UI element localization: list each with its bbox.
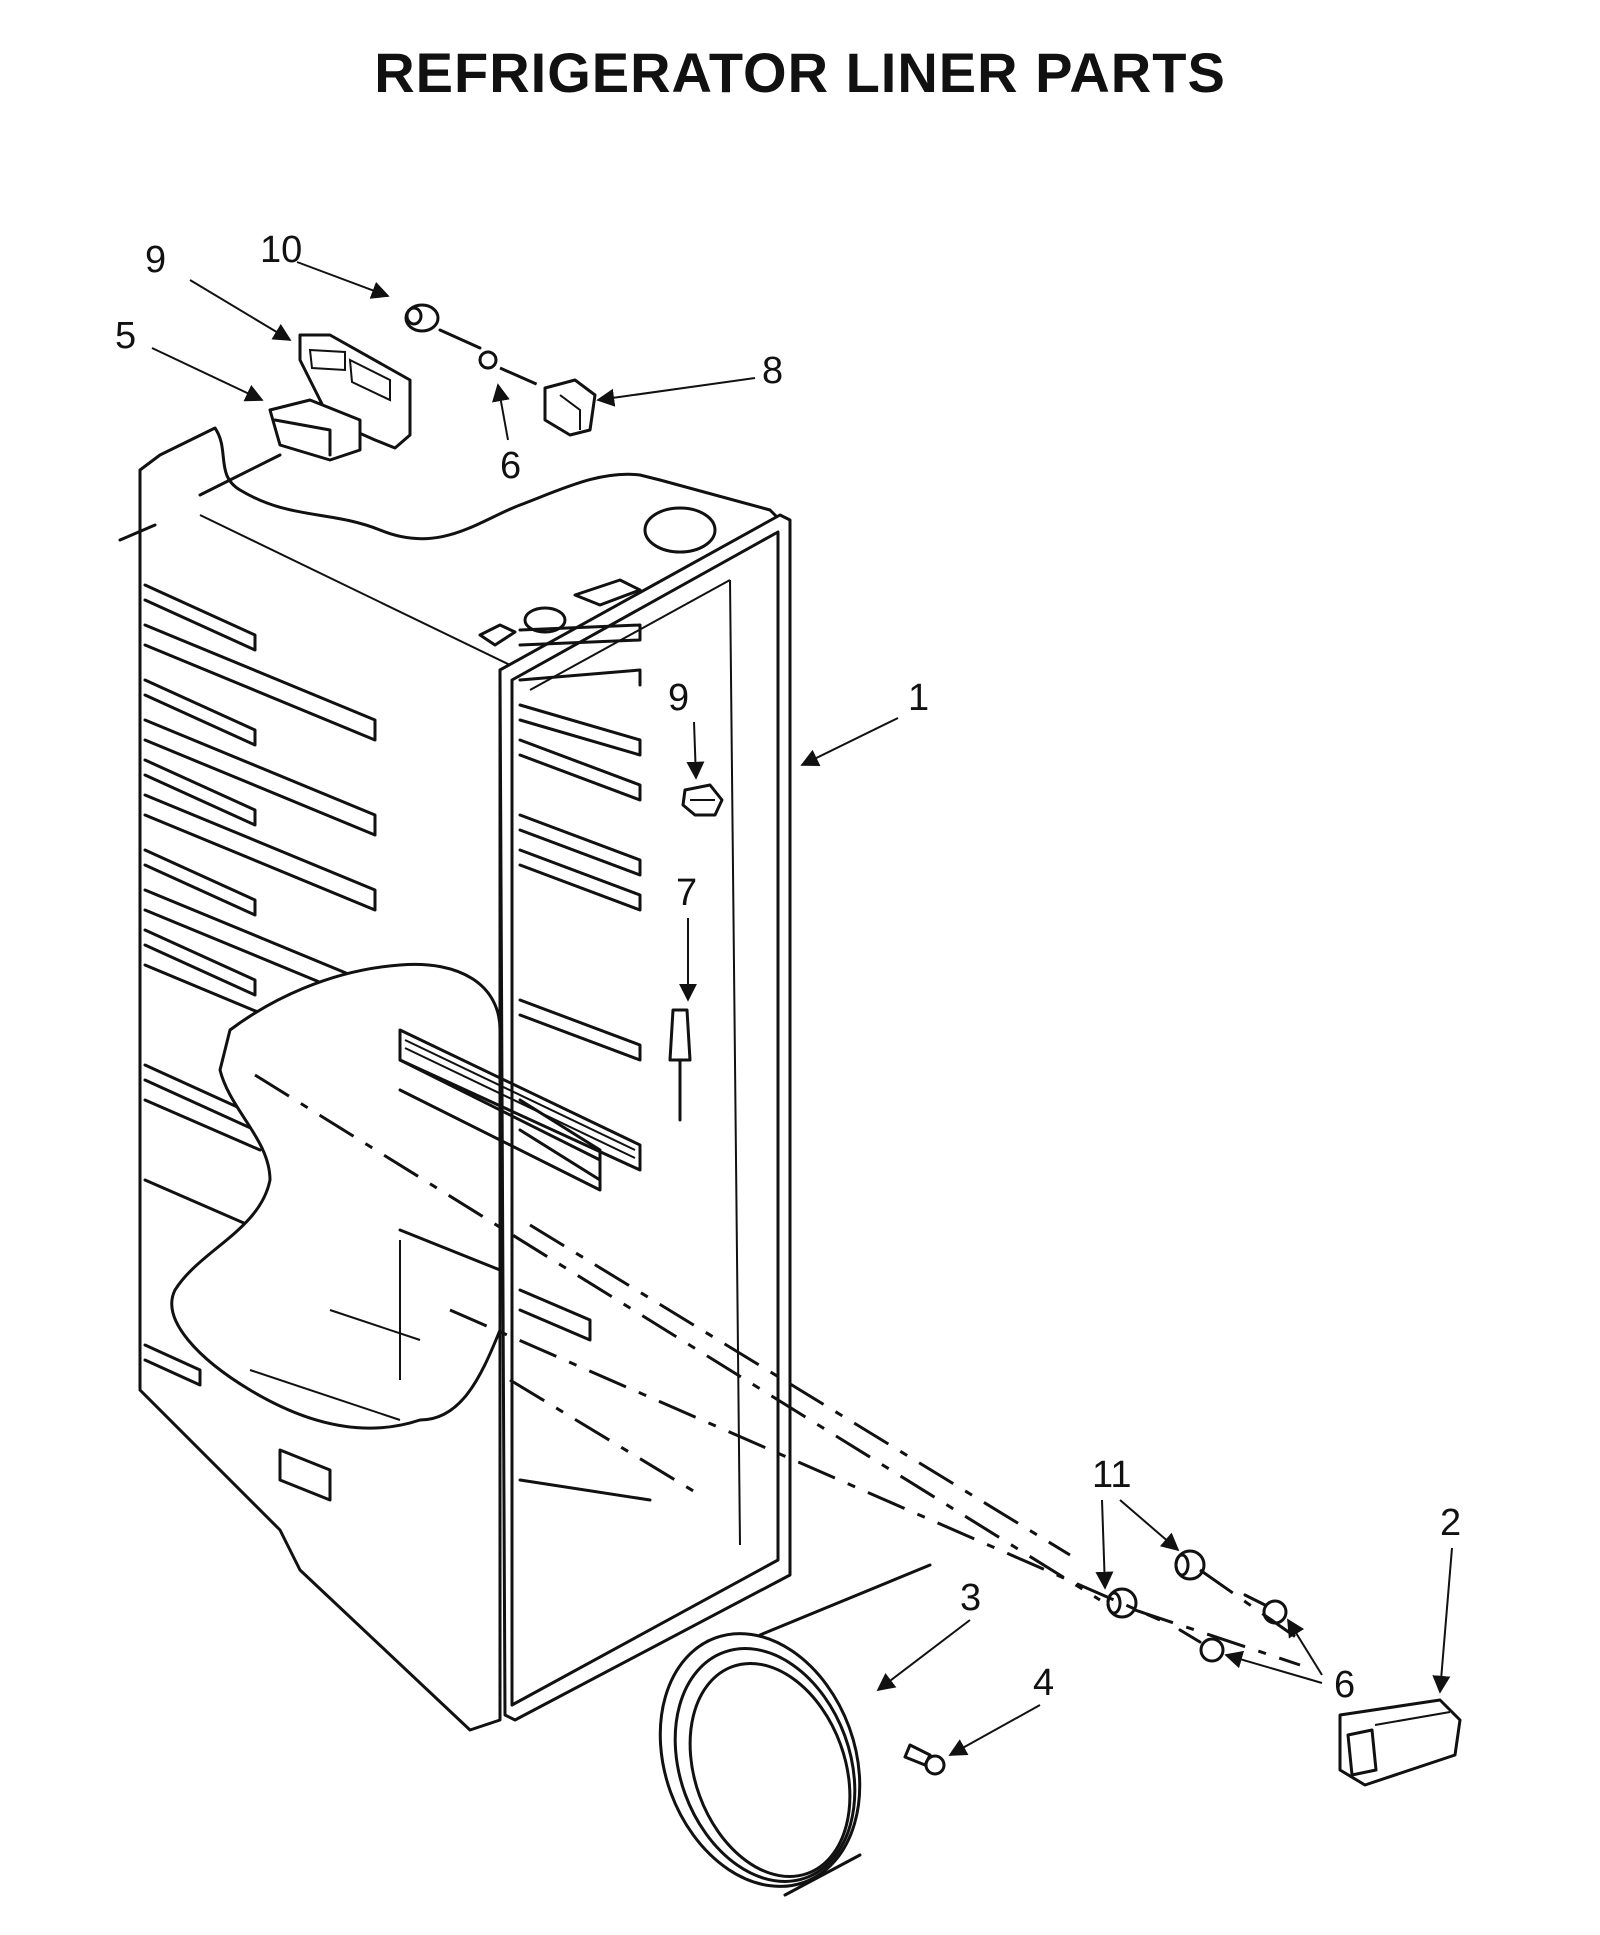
liner-part [138, 426, 792, 1732]
callout-6-bottom: 6 [1334, 1664, 1355, 1706]
pin-part-6-bottom-a [1243, 1593, 1288, 1625]
control-part-5 [118, 398, 362, 542]
callout-7: 7 [676, 872, 697, 914]
callout-4: 4 [1033, 1662, 1054, 1704]
callout-8: 8 [762, 350, 783, 392]
bracket-part-11 [298, 333, 412, 450]
pin-part-6-top [438, 328, 551, 392]
callout-1: 1 [908, 677, 929, 719]
grommet-part-9-bottom-a [1174, 1549, 1206, 1581]
sensor-part-7 [668, 1008, 692, 1122]
housing-part-2 [1338, 1698, 1462, 1787]
callout-9-bottom: 11 [1092, 1454, 1131, 1496]
callout-2: 2 [1440, 1502, 1461, 1544]
callout-10: 9 [668, 677, 689, 719]
callout-9-top: 10 [260, 229, 302, 271]
callout-5: 5 [115, 315, 136, 357]
screw-part-4 [903, 1743, 946, 1776]
leader-arrows [151, 261, 1453, 1756]
tubing-part-3 [658, 1563, 932, 1897]
grommet-part-9-bottom-b [1106, 1587, 1138, 1619]
callout-6-top: 6 [500, 445, 521, 487]
pin-part-6-bottom-b [1178, 1628, 1225, 1663]
clip-part-10 [681, 783, 724, 817]
callout-labels: 9 10 5 8 6 9 1 7 11 2 3 4 6 [115, 229, 1461, 1706]
callout-11: 9 [145, 239, 166, 281]
page-title: REFRIGERATOR LINER PARTS [374, 41, 1226, 104]
grommet-part-9-top [404, 303, 440, 333]
callout-3: 3 [960, 1577, 981, 1619]
cover-part-8 [543, 378, 597, 437]
assembly-lines [254, 1073, 1301, 1667]
